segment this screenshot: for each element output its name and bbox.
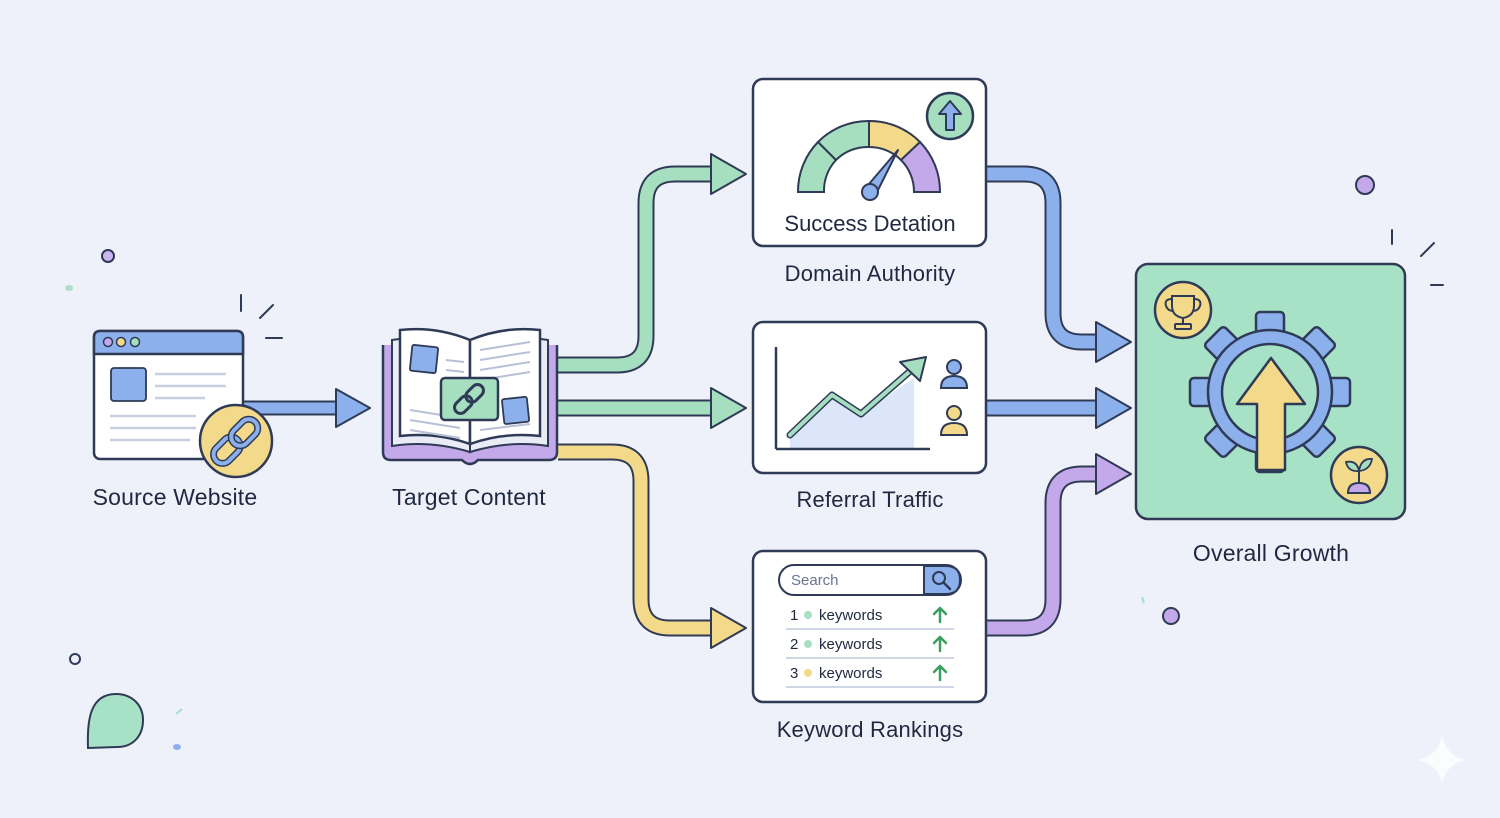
overall-growth-label: Overall Growth bbox=[1192, 540, 1350, 566]
deco-blob bbox=[86, 692, 145, 750]
big-up-arrow-icon bbox=[1235, 356, 1307, 472]
keyword-rankings-label: Keyword Rankings bbox=[776, 717, 964, 742]
decorations bbox=[65, 175, 1466, 784]
trophy-icon bbox=[1153, 280, 1213, 340]
card-title-text: Success Detation bbox=[784, 211, 955, 236]
deco-dash bbox=[1141, 596, 1145, 604]
connector-source-target bbox=[244, 388, 371, 428]
connector-target-keywords bbox=[558, 443, 747, 649]
magnifier-icon[interactable] bbox=[932, 571, 952, 591]
gauge-icon bbox=[796, 119, 942, 201]
deco-dot bbox=[69, 653, 81, 665]
connector-domain-growth bbox=[987, 165, 1132, 363]
chain-link-icon bbox=[439, 376, 500, 422]
keyword-row: 1 keywords bbox=[786, 606, 954, 630]
window-dot-icon bbox=[102, 336, 114, 348]
connector-target-referral bbox=[558, 387, 747, 429]
keyword-text: keywords bbox=[819, 607, 882, 624]
domain-authority-card: Success Detation bbox=[751, 77, 988, 248]
window-dot-icon bbox=[115, 336, 127, 348]
deco-dot bbox=[65, 285, 73, 291]
search-placeholder: Search bbox=[791, 572, 839, 589]
keyword-rank: 3 bbox=[790, 665, 798, 682]
search-input[interactable]: Search bbox=[778, 564, 962, 596]
trend-chart-icon bbox=[774, 347, 930, 451]
deco-dot bbox=[1355, 175, 1375, 195]
keyword-rankings-card: Search 1 keywords 2 keywords 3 keywords bbox=[751, 549, 988, 704]
source-website-node bbox=[92, 329, 274, 479]
up-arrow-icon bbox=[925, 91, 975, 141]
connector-target-domain bbox=[558, 153, 747, 374]
window-dot-icon bbox=[129, 336, 141, 348]
keyword-row: 2 keywords bbox=[786, 635, 954, 659]
referral-traffic-card bbox=[751, 320, 988, 475]
keyword-dot bbox=[804, 611, 812, 619]
keyword-dot bbox=[804, 669, 812, 677]
deco-dot bbox=[101, 249, 115, 263]
keyword-rank: 2 bbox=[790, 636, 798, 653]
sprout-icon bbox=[1329, 445, 1389, 505]
keyword-dot bbox=[804, 640, 812, 648]
domain-authority-label: Domain Authority bbox=[784, 261, 956, 286]
referral-traffic-label: Referral Traffic bbox=[796, 487, 944, 512]
deco-dot bbox=[1162, 607, 1180, 625]
keyword-text: keywords bbox=[819, 636, 882, 653]
target-content-label: Target Content bbox=[392, 484, 546, 510]
connectors bbox=[244, 153, 1132, 649]
keyword-rank: 1 bbox=[790, 607, 798, 624]
spark-line bbox=[259, 304, 274, 319]
deco-dot bbox=[173, 744, 181, 750]
browser-titlebar bbox=[92, 329, 245, 356]
user-icon bbox=[939, 405, 969, 436]
keyword-row: 3 keywords bbox=[786, 664, 954, 688]
user-icon bbox=[939, 359, 969, 389]
rank-up-arrow-icon bbox=[932, 606, 948, 624]
rank-up-arrow-icon bbox=[932, 635, 948, 653]
target-content-node bbox=[381, 327, 559, 466]
overall-growth-panel bbox=[1134, 262, 1407, 521]
keyword-text: keywords bbox=[819, 665, 882, 682]
connector-referral-growth bbox=[987, 387, 1132, 429]
deco-dash bbox=[175, 708, 183, 715]
image-placeholder-icon bbox=[110, 367, 147, 402]
chain-link-icon bbox=[198, 403, 274, 479]
spark-line bbox=[1420, 242, 1435, 257]
source-website-label: Source Website bbox=[92, 484, 258, 510]
rank-up-arrow-icon bbox=[932, 664, 948, 682]
connector-keywords-growth bbox=[987, 453, 1132, 637]
sparkle-icon bbox=[1418, 735, 1466, 784]
